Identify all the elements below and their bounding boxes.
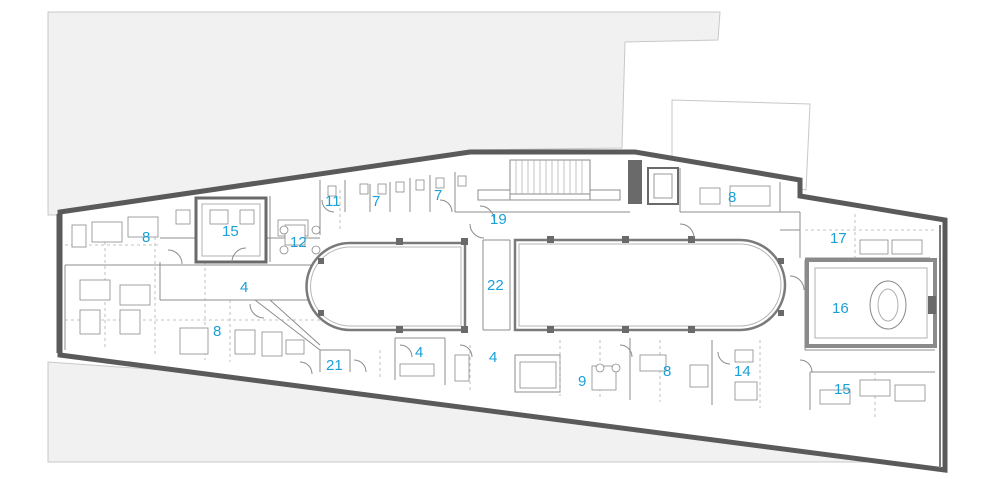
elevator-shaft bbox=[628, 160, 679, 205]
toilets bbox=[327, 175, 467, 212]
room-label: 15 bbox=[222, 223, 239, 240]
room-label: 22 bbox=[487, 277, 504, 294]
exterior-walls bbox=[56, 149, 948, 473]
neighbor-building-top bbox=[47, 11, 721, 216]
room-label: 4 bbox=[240, 279, 248, 296]
room-label: 4 bbox=[415, 344, 423, 361]
room-label: 19 bbox=[490, 211, 507, 228]
meeting-room-boxed bbox=[194, 196, 268, 264]
room-label: 8 bbox=[728, 189, 736, 206]
doors bbox=[167, 199, 813, 375]
room-label: 9 bbox=[578, 373, 586, 390]
furniture bbox=[71, 185, 926, 405]
room-label: 8 bbox=[663, 363, 671, 380]
atrium-gallery bbox=[305, 236, 787, 333]
room-label: 15 bbox=[834, 381, 851, 398]
room-label: 12 bbox=[290, 234, 307, 251]
room-label: 7 bbox=[434, 187, 442, 204]
room-label: 21 bbox=[326, 357, 343, 374]
staircase bbox=[477, 159, 621, 201]
room-label: 7 bbox=[372, 193, 380, 210]
room-label: 16 bbox=[832, 300, 849, 317]
room-labels: 8 15 12 11 7 7 19 8 17 4 22 16 8 21 4 4 … bbox=[142, 187, 851, 398]
room-label: 11 bbox=[325, 193, 341, 210]
room-label: 17 bbox=[830, 230, 847, 247]
room-label: 4 bbox=[489, 349, 497, 366]
room-label: 8 bbox=[142, 229, 150, 246]
meeting-room-16-box bbox=[805, 258, 937, 348]
room-label: 14 bbox=[734, 363, 751, 380]
room-label: 8 bbox=[213, 323, 221, 340]
